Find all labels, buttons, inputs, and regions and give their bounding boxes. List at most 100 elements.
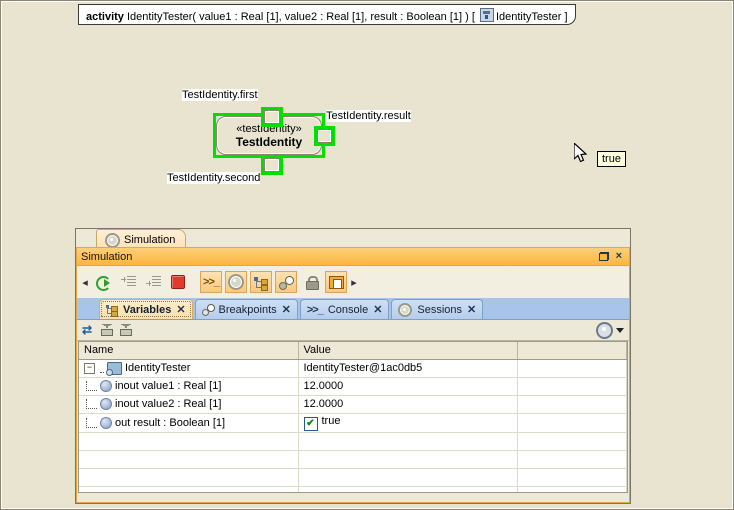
action-name: TestIdentity [235,134,303,149]
resume-button[interactable] [92,271,114,293]
breakpoints-icon [201,304,215,316]
table-row[interactable]: inout value1 : Real [1] 12.0000 [79,377,627,396]
empty-cell [517,432,627,451]
step-over-icon [145,275,161,289]
column-header-value[interactable]: Value [298,342,518,360]
empty-cell [517,468,627,487]
breakpoints-icon [278,275,294,290]
pin-first-selection [261,107,283,127]
empty-cell [298,432,518,451]
variables-toolbar: ⇄ [77,320,629,341]
tab-variables[interactable]: Variables ✕ [99,299,193,319]
pin-result-selection [314,126,335,146]
pin-second[interactable] [264,158,280,172]
row-value-label: true [321,414,341,427]
tab-console-close-icon[interactable]: ✕ [373,304,383,316]
panel-icon [328,275,344,289]
slot-icon [100,416,112,429]
simulation-toolbar: ◂ >>_ [77,266,629,298]
row-name-label: out result : Boolean [1] [115,416,226,429]
column-header-extra[interactable] [517,342,627,360]
row-extra-cell [517,413,627,433]
value-checkbox[interactable]: ✔ [303,416,318,431]
row-name-cell: out result : Boolean [1] [79,413,299,433]
tab-sessions-close-icon[interactable]: ✕ [467,304,477,316]
empty-cell [298,468,518,487]
tab-simulation[interactable]: Simulation [85,229,187,248]
pin-first[interactable] [264,110,280,124]
tree-icon [106,304,118,317]
lock-icon [305,276,319,290]
simulation-title: Simulation [81,250,133,263]
expander-icon[interactable]: − [84,362,95,374]
table-row[interactable]: − IdentityTester IdentityTester@1ac0db5 [79,359,627,378]
tab-console[interactable]: >>_ Console ✕ [299,299,390,319]
step-over-button[interactable] [142,271,164,293]
tab-sessions-label: Sessions [417,303,463,316]
row-extra-cell [517,359,627,378]
pin-second-selection [261,155,283,175]
pin-result[interactable] [317,129,332,143]
table-row-empty [79,432,627,451]
empty-cell [298,450,518,469]
console-icon: >>_ [203,276,220,288]
tab-variables-label: Variables [123,303,172,316]
chevron-right-icon[interactable]: ▸ [351,276,357,289]
row-value-cell[interactable]: ✔true [298,413,518,433]
step-into-button[interactable] [117,271,139,293]
table-row[interactable]: out result : Boolean [1] ✔true [79,413,627,433]
tab-breakpoints-close-icon[interactable]: ✕ [281,304,291,316]
slot-icon [100,380,112,392]
tab-console-label: Console [327,303,369,316]
edge-label-second: TestIdentity.second [167,172,261,184]
tab-simulation-label: Simulation [124,234,176,246]
open-panel-button[interactable] [325,271,347,293]
empty-cell [79,450,299,469]
column-header-name[interactable]: Name [79,342,299,360]
simulation-outer-tabstrip: Simulation [76,229,630,248]
options-gear-icon[interactable] [596,321,613,339]
simulation-tabstrip: Variables ✕ Breakpoints ✕ >>_ Console ✕ … [77,298,629,320]
gear-icon [105,232,120,248]
tab-breakpoints-label: Breakpoints [218,303,277,316]
sessions-toggle[interactable] [225,271,247,293]
refresh-button[interactable]: ⇄ [82,324,95,336]
stop-button[interactable] [167,271,189,293]
expand-all-button[interactable] [101,323,114,337]
row-value-cell: 12.0000 [298,377,518,396]
simulation-titlebar: Simulation × [77,248,629,266]
activity-signature: IdentityTester( value1 : Real [1], value… [126,11,475,23]
stop-icon [171,275,185,289]
refresh-icon: ⇄ [82,323,93,337]
variables-table: Name Value − IdentityTester Ide [78,341,628,493]
expand-all-icon [101,323,114,337]
gear-icon [398,302,413,317]
row-name-cell: inout value2 : Real [1] [79,395,299,414]
lock-toggle[interactable] [300,271,322,293]
collapse-all-button[interactable] [120,323,133,337]
activity-icon [479,8,494,22]
collapse-all-icon [120,323,133,337]
row-name-label: inout value1 : Real [1] [115,380,222,392]
table-row[interactable]: inout value2 : Real [1] 12.0000 [79,395,627,414]
tree-icon [254,276,268,291]
row-extra-cell [517,377,627,396]
restore-icon[interactable] [598,252,609,261]
close-icon[interactable]: × [615,250,622,262]
tree-connector [86,399,97,409]
variables-toggle[interactable] [250,271,272,293]
tab-variables-close-icon[interactable]: ✕ [176,304,186,316]
breakpoints-toggle[interactable] [275,271,297,293]
empty-cell [517,450,627,469]
tab-breakpoints[interactable]: Breakpoints ✕ [194,299,298,319]
empty-cell [79,468,299,487]
tab-sessions[interactable]: Sessions ✕ [391,299,484,319]
caret-down-icon[interactable] [616,327,624,333]
chevron-left-icon[interactable]: ◂ [82,276,88,289]
value-tooltip: true [597,151,626,167]
console-icon: >>_ [306,303,324,316]
row-extra-cell [517,395,627,414]
row-name-label: IdentityTester [125,362,191,374]
console-toggle[interactable]: >>_ [200,271,222,293]
